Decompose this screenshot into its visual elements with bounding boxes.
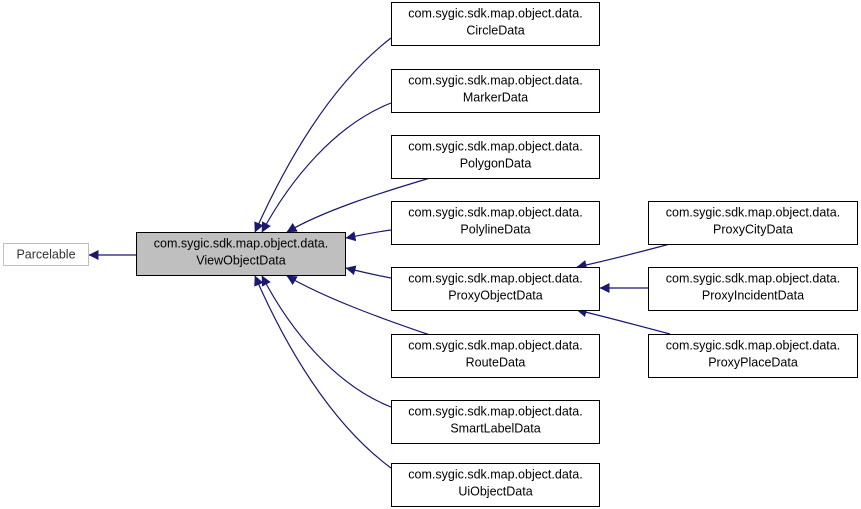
node-label-line-1: com.sygic.sdk.map.object.data.: [408, 405, 582, 419]
node-label-line-2: ProxyPlaceData: [708, 356, 798, 370]
node-box: [391, 69, 600, 113]
node-circledata[interactable]: com.sygic.sdk.map.object.data. CircleDat…: [391, 2, 600, 46]
edge-routedata-to-viewobjectdata: [286, 275, 431, 336]
node-label-line-2: ProxyObjectData: [448, 289, 543, 303]
node-proxyobjectdata[interactable]: com.sygic.sdk.map.object.data. ProxyObje…: [391, 267, 600, 311]
node-label-line-2: RouteData: [466, 356, 526, 370]
node-polylinedata[interactable]: com.sygic.sdk.map.object.data. PolylineD…: [391, 201, 600, 245]
node-box: [391, 400, 600, 444]
node-label-line-2: ViewObjectData: [196, 254, 285, 268]
node-box: [391, 463, 600, 507]
edge-polygondata-to-viewobjectdata: [286, 177, 431, 233]
node-proxyincidentdata[interactable]: com.sygic.sdk.map.object.data. ProxyInci…: [648, 267, 858, 311]
edge-proxycitydata-to-proxyobjectdata: [576, 243, 671, 270]
node-box: [136, 232, 346, 276]
node-label-line-1: com.sygic.sdk.map.object.data.: [666, 339, 840, 353]
edge-markerdata-to-viewobjectdata: [261, 102, 392, 233]
edge-polylinedata-to-viewobjectdata: [345, 229, 392, 242]
node-box: [391, 267, 600, 311]
node-parcelable[interactable]: Parcelable: [3, 243, 89, 266]
node-label-line-1: com.sygic.sdk.map.object.data.: [408, 272, 582, 286]
node-label-line-1: com.sygic.sdk.map.object.data.: [408, 7, 582, 21]
node-label-line-1: com.sygic.sdk.map.object.data.: [154, 237, 328, 251]
edge-proxyobjectdata-to-viewobjectdata: [345, 265, 392, 279]
node-label-line-1: com.sygic.sdk.map.object.data.: [666, 272, 840, 286]
node-routedata[interactable]: com.sygic.sdk.map.object.data. RouteData: [391, 334, 600, 378]
node-label-line-2: SmartLabelData: [450, 422, 540, 436]
node-box: [3, 243, 89, 266]
node-label-line-2: PolylineData: [460, 223, 530, 237]
node-label-line-1: com.sygic.sdk.map.object.data.: [408, 339, 582, 353]
node-label-line-2: ProxyIncidentData: [702, 289, 804, 303]
node-smartlabeldata[interactable]: com.sygic.sdk.map.object.data. SmartLabe…: [391, 400, 600, 444]
node-proxyplacedata[interactable]: com.sygic.sdk.map.object.data. ProxyPlac…: [648, 334, 858, 378]
node-box: [648, 201, 858, 245]
edge-smartlabeldata-to-viewobjectdata: [261, 275, 392, 408]
node-box: [391, 2, 600, 46]
edge-circledata-to-viewobjectdata: [254, 37, 392, 233]
node-box: [391, 135, 600, 179]
node-label-line-1: com.sygic.sdk.map.object.data.: [408, 206, 582, 220]
node-label: Parcelable: [16, 248, 75, 262]
edges-layer: [88, 37, 671, 469]
node-box: [648, 334, 858, 378]
node-label-line-2: MarkerData: [463, 91, 528, 105]
node-label-line-1: com.sygic.sdk.map.object.data.: [408, 140, 582, 154]
node-label-line-1: com.sygic.sdk.map.object.data.: [408, 468, 582, 482]
node-uiobjectdata[interactable]: com.sygic.sdk.map.object.data. UiObjectD…: [391, 463, 600, 507]
node-box: [648, 267, 858, 311]
node-polygondata[interactable]: com.sygic.sdk.map.object.data. PolygonDa…: [391, 135, 600, 179]
node-label-line-2: UiObjectData: [458, 485, 532, 499]
node-viewobjectdata[interactable]: com.sygic.sdk.map.object.data. ViewObjec…: [136, 232, 346, 276]
node-proxycitydata[interactable]: com.sygic.sdk.map.object.data. ProxyCity…: [648, 201, 858, 245]
node-label-line-2: CircleData: [466, 24, 524, 38]
node-label-line-1: com.sygic.sdk.map.object.data.: [666, 206, 840, 220]
node-label-line-2: ProxyCityData: [713, 223, 793, 237]
node-box: [391, 201, 600, 245]
node-markerdata[interactable]: com.sygic.sdk.map.object.data. MarkerDat…: [391, 69, 600, 113]
edge-proxyplacedata-to-proxyobjectdata: [576, 307, 671, 335]
node-label-line-1: com.sygic.sdk.map.object.data.: [408, 74, 582, 88]
node-label-line-2: PolygonData: [460, 157, 532, 171]
node-box: [391, 334, 600, 378]
edge-uiobjectdata-to-viewobjectdata: [254, 275, 392, 469]
